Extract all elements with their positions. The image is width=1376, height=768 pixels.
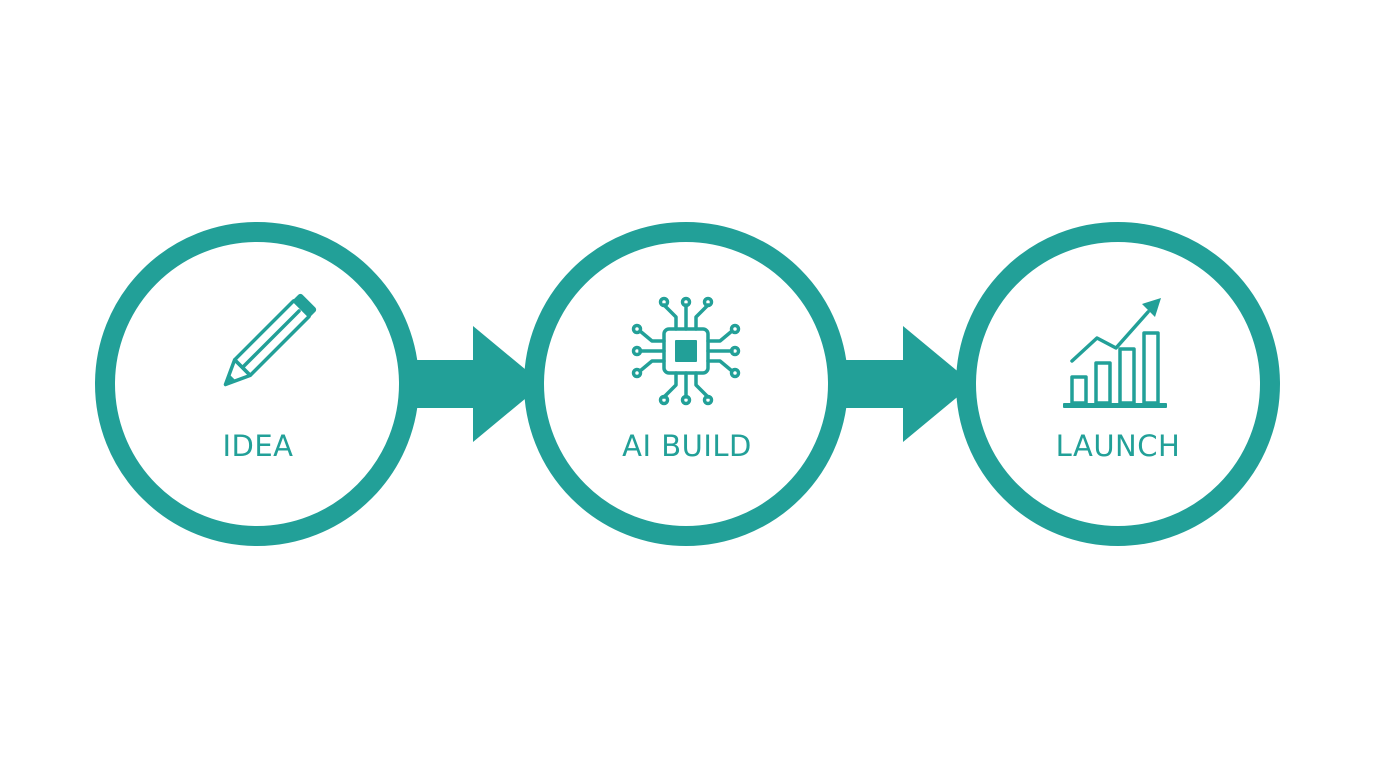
arrow-right-icon: [400, 326, 543, 442]
step-idea: IDEA: [95, 222, 419, 546]
arrow-idea-to-ai-build: [400, 326, 543, 442]
pencil-icon: [223, 293, 317, 387]
step-label: IDEA: [222, 429, 293, 463]
cpu-chip-icon: [631, 296, 741, 406]
arrow-right-icon: [830, 326, 973, 442]
step-ring: [95, 222, 419, 546]
step-launch: LAUNCH: [956, 222, 1280, 546]
step-ai-build: AI BUILD: [524, 222, 848, 546]
step-ring: [956, 222, 1280, 546]
growth-chart-icon: [1063, 298, 1167, 408]
step-label: AI BUILD: [622, 429, 752, 463]
arrow-ai-build-to-launch: [830, 326, 973, 442]
step-label: LAUNCH: [1056, 429, 1181, 463]
